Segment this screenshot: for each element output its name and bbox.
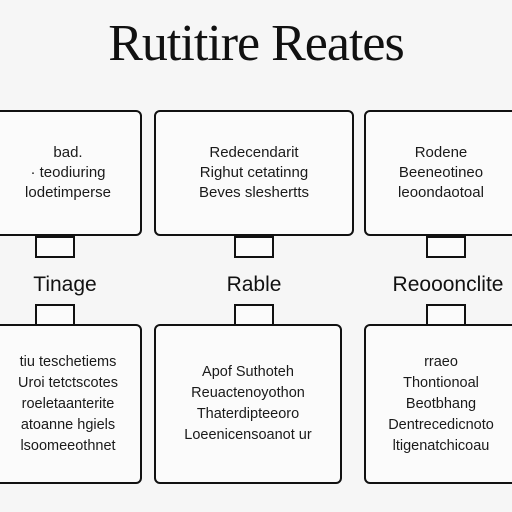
box-text-line: Beves sleshertts (198, 184, 310, 201)
top-connector-2 (234, 236, 274, 258)
column-label-2: Rable (226, 273, 282, 296)
box-text-line: tiu teschetiems (19, 353, 117, 370)
box-text-line: lsoomeeothnet (20, 437, 116, 454)
box-text-line: Redecendarit (209, 144, 299, 161)
box-text-line: Rodene (414, 144, 468, 161)
top-connector-1 (35, 236, 75, 258)
bottom-box-3: rraeo Thontionoal Beotbhang Dentrecedicn… (364, 324, 512, 484)
box-text-line: rraeo (424, 353, 458, 370)
top-connector-3 (426, 236, 466, 258)
box-text-line: roeletaanterite (21, 395, 115, 412)
box-text-line: Beotbhang (405, 395, 477, 412)
column-label-3: Reooonclite (392, 273, 504, 296)
top-box-1: bad. · teodiuring lodetimperse (0, 110, 142, 236)
box-text-line: Thaterdipteeoro (196, 406, 300, 422)
box-text-line: Apof Suthoteh (202, 364, 294, 380)
column-label-1: Tinage (33, 273, 97, 296)
box-text-line: Dentrecedicnoto (388, 416, 494, 433)
box-text-line: Reuactenoyothon (191, 385, 305, 401)
box-text-line: · teodiuring (30, 164, 106, 181)
bottom-connector-1 (35, 304, 75, 326)
page-title: Rutitire Reates (108, 15, 404, 72)
box-text-line: Loeenicensoanot ur (184, 427, 312, 443)
box-text-line: ltigenatchicoau (392, 437, 490, 454)
bottom-box-1: tiu teschetiems Uroi tetctscotes roeleta… (0, 324, 142, 484)
bottom-connector-3 (426, 304, 466, 326)
box-text-line: Uroi tetctscotes (18, 374, 118, 391)
box-text-line: leoondaotoal (398, 184, 484, 201)
box-text-line: lodetimperse (25, 184, 111, 201)
bottom-connector-2 (234, 304, 274, 326)
box-text-line: bad. (53, 144, 83, 161)
box-text-line: Beeneotineo (398, 164, 484, 181)
box-text-line: Thontionoal (403, 374, 479, 391)
top-box-2: Redecendarit Righut cetatinng Beves sles… (154, 110, 354, 236)
box-text-line: Righut cetatinng (199, 164, 309, 181)
bottom-box-2: Apof Suthoteh Reuactenoyothon Thaterdipt… (154, 324, 342, 484)
box-text-line: atoanne hgiels (20, 416, 116, 433)
top-box-3: Rodene Beeneotineo leoondaotoal (364, 110, 512, 236)
